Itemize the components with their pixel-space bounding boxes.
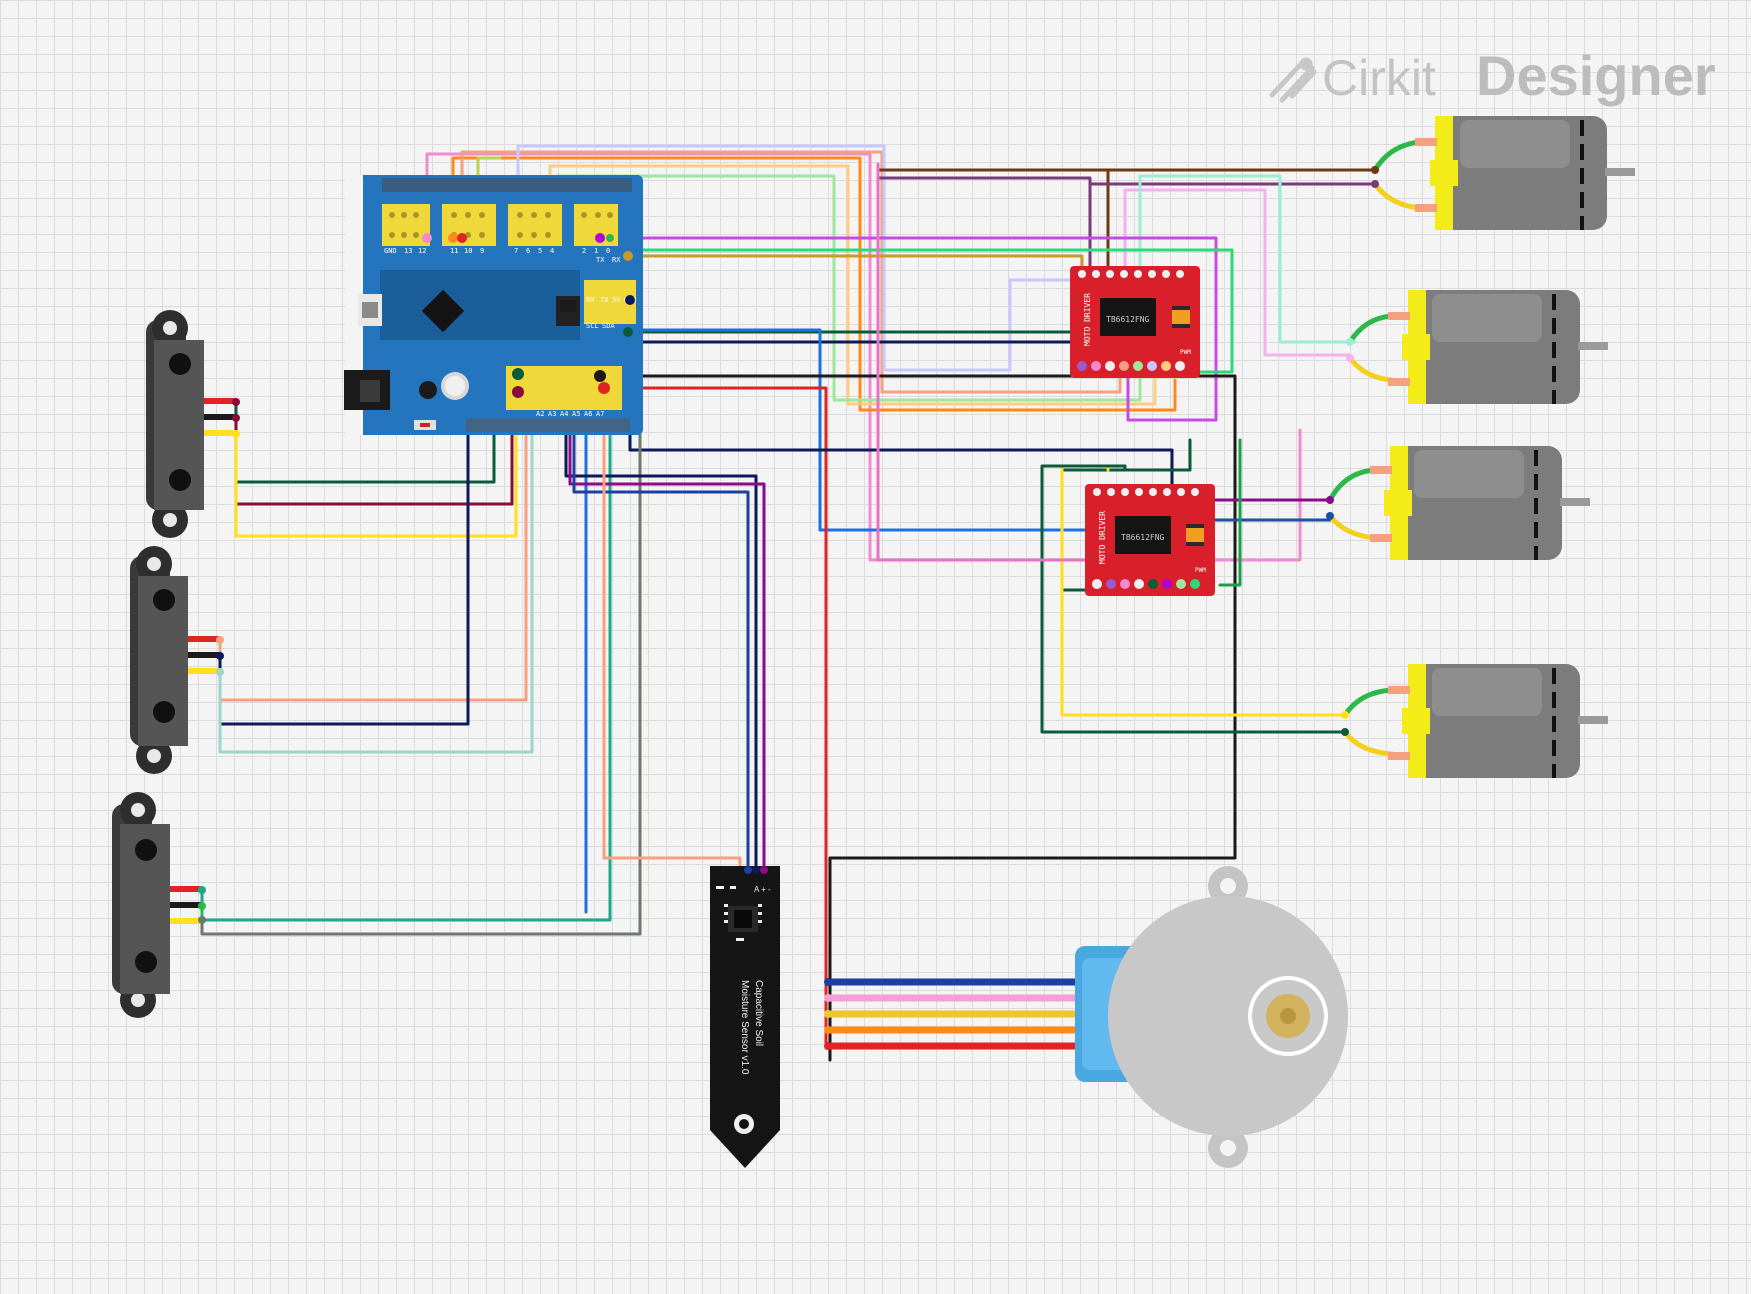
arduino-label-a5: A5 [572,410,580,418]
wire-pink-bl [876,162,1128,562]
wire-ir2-navy [218,390,482,726]
arduino-label-a4: A4 [560,410,568,418]
arduino-label-hdr-rx: RX [586,296,595,304]
wire-darkgreen-d [1040,464,1347,734]
stepper-motor[interactable] [824,866,1348,1168]
arduino-nano-shield[interactable]: GND 13 12 11 10 9 7 6 5 4 2 1 0 TX RX RX… [344,175,643,435]
wire-darkteal [626,266,1087,334]
arduino-label-a6: A6 [584,410,592,418]
wire-pink-2 [1123,188,1352,357]
wire-tan [626,254,1084,270]
dc-motor-1[interactable] [1415,116,1635,230]
motor-driver-2-side-label: MOTO DRIVER [1098,511,1107,564]
wire-red-arduino [598,386,828,1050]
arduino-pin-13: 13 [404,247,412,255]
arduino-pin-4: 4 [550,247,554,255]
stepper-wire-ends [824,978,832,1050]
wires [200,139,1423,1062]
motor1-lead-green [1372,139,1423,173]
motor3-lead-green [1327,467,1378,503]
wire-ir1-yellow [234,383,518,538]
wire-soil-navy [564,398,758,870]
ir-sensor-3[interactable] [112,792,202,1018]
wire-violet [598,236,1218,422]
arduino-pin-gnd: GND [384,247,397,255]
arduino-pin-2: 2 [582,247,586,255]
wire-ir3-teal [200,398,612,922]
motor2-lead-yellow [1347,355,1395,383]
motor-driver-1-chip-label: TB6612FNG [1106,315,1150,324]
motor-driver-2-chip-label: TB6612FNG [1121,533,1165,542]
arduino-label-hdr-5v: 5V [612,296,621,304]
arduino-pin-12: 12 [418,247,426,255]
ir-sensor-2[interactable] [130,546,220,774]
capacitive-soil-moisture-sensor[interactable]: Capacitive Soil Moisture Sensor v1.0 A +… [710,866,780,1168]
motor3-lead-yellow [1327,513,1378,541]
arduino-label-hdr-tx: TX [600,296,609,304]
wire-soil-purple [568,398,766,870]
wire-green-c [1218,438,1242,587]
arduino-pin-5: 5 [538,247,542,255]
arduino-pin-10: 10 [464,247,472,255]
wire-mint-2 [1138,174,1357,344]
arduino-pin-6: 6 [526,247,530,255]
motor-driver-1-bottom-pins [1077,361,1185,371]
motor-driver-1-pwm-label: PWM [1180,349,1191,356]
arduino-label-a7: A7 [596,410,604,418]
ir-sensor-1[interactable] [146,310,236,538]
wire-pink-top [425,152,1302,562]
motor-driver-2[interactable]: TB6612FNG MOTO DRIVER PWM [1085,484,1215,596]
motor1-lead-yellow [1372,181,1423,211]
wire-black-arduino [598,374,1237,1062]
arduino-pin-1: 1 [594,247,598,255]
arduino-label-scl: SCL [586,322,599,330]
motor-driver-1[interactable]: TB6612FNG MOTO DRIVER PWM [1070,266,1200,378]
motor4-lead-green [1342,687,1395,718]
logo-name-bold: Designer [1476,44,1716,107]
dc-motor-3[interactable] [1370,446,1590,560]
arduino-label-rx: RX [612,256,621,264]
wire-ir2-salmon [218,390,528,702]
arduino-label-a2: A2 [536,410,544,418]
wire-salmon-top [460,150,1122,394]
cirkit-designer-logo: Cirkit Designer [1269,44,1716,107]
soil-sensor-title-2: Moisture Sensor v1.0 [739,980,750,1075]
motor4-lead-yellow [1342,729,1395,757]
arduino-pin-dots [422,233,635,398]
dc-motor-4[interactable] [1388,664,1608,778]
wire-brown-1 [878,168,1110,270]
arduino-pin-11: 11 [450,247,458,255]
wire-orange-top [451,156,1177,412]
soil-sensor-title-1: Capacitive Soil [753,980,764,1046]
logo-name-light: Cirkit [1322,50,1436,106]
cirkit-logo-icon [1269,57,1317,103]
arduino-label-a3: A3 [548,410,556,418]
wire-soil-blue [572,398,750,870]
wire-ir3-olive [200,398,642,936]
motor-driver-2-bottom-pins [1092,579,1200,589]
arduino-label-sda: SDA [602,322,615,330]
motor-driver-2-pwm-label: PWM [1195,567,1206,574]
soil-sensor-pins-label: A + - [754,885,771,894]
wire-ir2-mint [218,394,534,754]
arduino-pin-9: 9 [480,247,484,255]
wire-soil-salmon [602,398,742,870]
arduino-label-tx: TX [596,256,605,264]
arduino-pin-0: 0 [606,247,610,255]
motor2-lead-green [1347,313,1395,345]
dc-motor-2[interactable] [1388,290,1608,404]
wire-junction-dots [198,166,1379,924]
arduino-pin-7: 7 [514,247,518,255]
motor-driver-1-side-label: MOTO DRIVER [1083,293,1092,346]
